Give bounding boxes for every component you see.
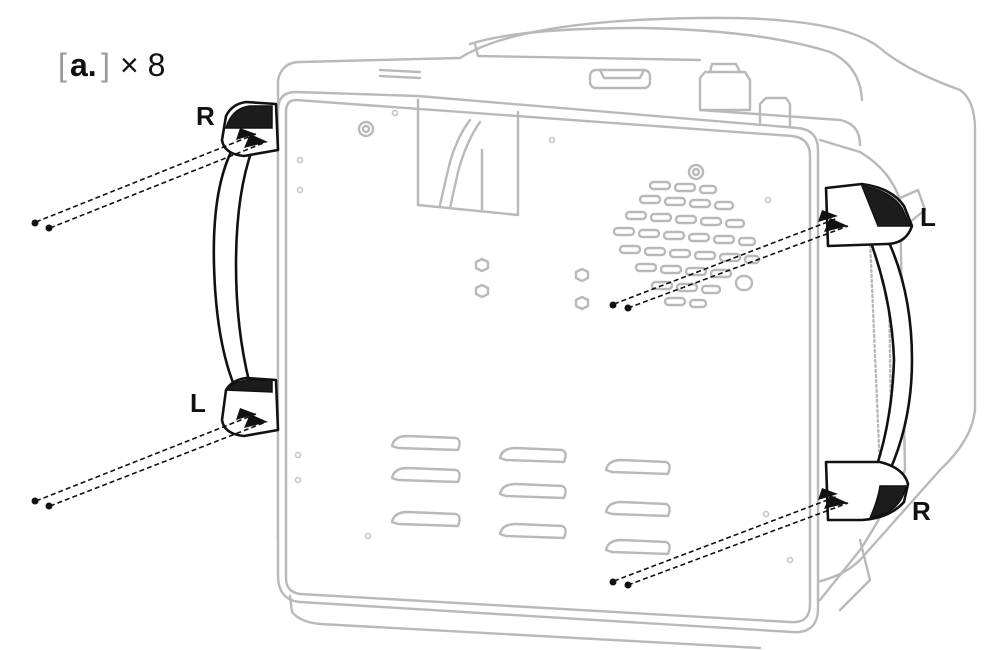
screw-icon — [609, 301, 617, 309]
screw-icon — [45, 502, 53, 510]
left-handle — [212, 100, 280, 438]
arrow-icon — [818, 210, 838, 222]
orientation-labels: R L L R — [190, 101, 936, 526]
speaker-cabinet-outline — [276, 16, 977, 650]
label-right-handle-bottom: R — [912, 496, 931, 526]
screw-icon — [45, 224, 53, 232]
arrow-icon — [244, 134, 268, 148]
label-right-handle-top: L — [920, 202, 936, 232]
arrow-icon — [244, 414, 268, 428]
screw-icon — [624, 581, 632, 589]
hardware-callout: [ a. ] × 8 — [58, 47, 165, 83]
arrow-icon — [236, 408, 256, 420]
arrow-icon — [236, 128, 256, 140]
callout-bracket-open: [ — [58, 47, 67, 83]
label-left-handle-top: R — [196, 101, 215, 131]
screw-icon — [31, 497, 39, 505]
callout-quantity: × 8 — [120, 47, 165, 83]
bottom-vents — [390, 434, 671, 556]
label-left-handle-bottom: L — [190, 388, 206, 418]
grille-slots — [612, 180, 761, 309]
arrow-icon — [818, 488, 838, 500]
screw-icon — [31, 219, 39, 227]
screw-icon — [609, 578, 617, 586]
screws-and-insertion-paths — [31, 128, 849, 589]
arrow-icon — [824, 495, 848, 509]
callout-bracket-close: ] — [101, 47, 110, 83]
right-handle — [824, 182, 914, 522]
arrow-icon — [824, 218, 848, 232]
screw-icon — [624, 304, 632, 312]
callout-part-id: a. — [70, 47, 97, 83]
